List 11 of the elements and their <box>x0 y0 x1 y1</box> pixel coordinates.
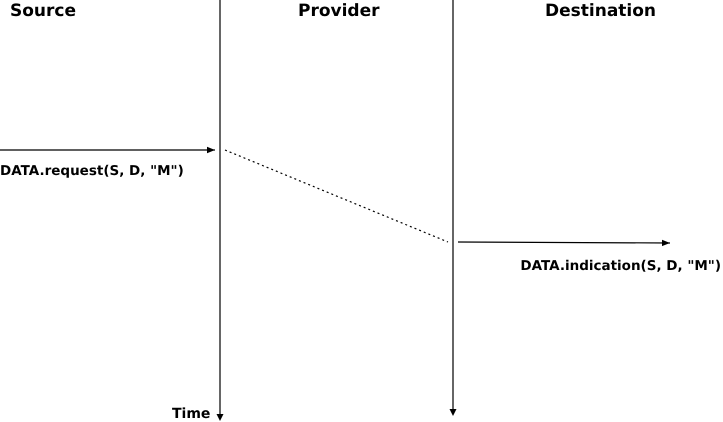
timeline-axis <box>448 0 458 416</box>
edge-label: DATA.request(S, D, "M") <box>0 162 184 180</box>
arrow <box>0 146 215 154</box>
dotted-connector <box>224 149 448 243</box>
arrow <box>458 240 670 246</box>
column-heading: Provider <box>298 1 380 22</box>
timeline-axis <box>215 0 225 421</box>
edge-label: DATA.indication(S, D, "M") <box>520 257 721 275</box>
axis-label: Time <box>172 406 210 422</box>
column-heading: Source <box>10 1 76 22</box>
column-heading: Destination <box>545 1 656 22</box>
